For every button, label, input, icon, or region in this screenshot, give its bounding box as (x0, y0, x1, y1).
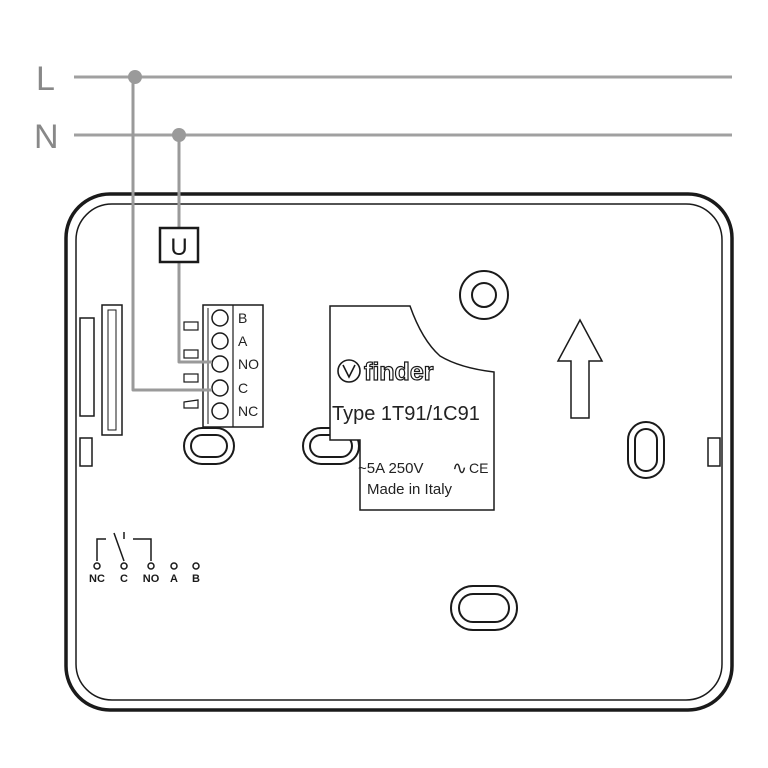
terminal-label-c: C (238, 380, 248, 396)
type-text: Type 1T91/1C91 (332, 403, 480, 425)
rating-text: ~5A 250V (358, 460, 423, 477)
terminal-screw-a (211, 332, 229, 350)
symbol-pin-c: C (120, 573, 128, 585)
line-l-label: L (36, 60, 55, 98)
label-plate (329, 305, 495, 511)
line-n-label: N (34, 118, 59, 156)
wiring (131, 77, 212, 392)
load-to-no-wire (177, 262, 212, 364)
symbol-pin-b: B (192, 573, 200, 585)
terminal-screw-nc (211, 402, 229, 420)
left-clip (101, 304, 123, 436)
l-to-c-wire (131, 77, 212, 392)
terminal-label-a: A (238, 333, 248, 349)
supply-lines (74, 75, 732, 137)
left-notch (79, 317, 95, 417)
finder-logo-icon (337, 359, 361, 383)
terminal-screw-no (211, 355, 229, 373)
left-edge-tab (79, 437, 93, 467)
symbol-pin-nc: NC (89, 573, 105, 585)
terminal-screw-b (211, 309, 229, 327)
terminal-block: B A NO C NC (183, 304, 264, 428)
terminal-label-b: B (238, 310, 247, 326)
symbol-pin-a: A (170, 573, 178, 585)
ac-symbol-icon: ∿ (452, 458, 467, 478)
load-box (158, 226, 200, 264)
brand-name: finder (364, 358, 434, 386)
left-clip-inner (107, 309, 117, 431)
origin-text: Made in Italy (367, 481, 453, 498)
arrow-up-icon (556, 318, 604, 419)
contact-symbol-icon (93, 532, 200, 570)
l-junction-dot (128, 70, 142, 84)
right-edge-tab (707, 437, 721, 467)
terminal-label-nc: NC (238, 403, 258, 419)
n-junction-dot (172, 128, 186, 142)
ce-mark: CE (469, 460, 488, 476)
symbol-pin-no: NO (143, 573, 160, 585)
load-label: U (170, 234, 187, 261)
terminal-screw-c (211, 379, 229, 397)
terminal-label-no: NO (238, 356, 259, 372)
